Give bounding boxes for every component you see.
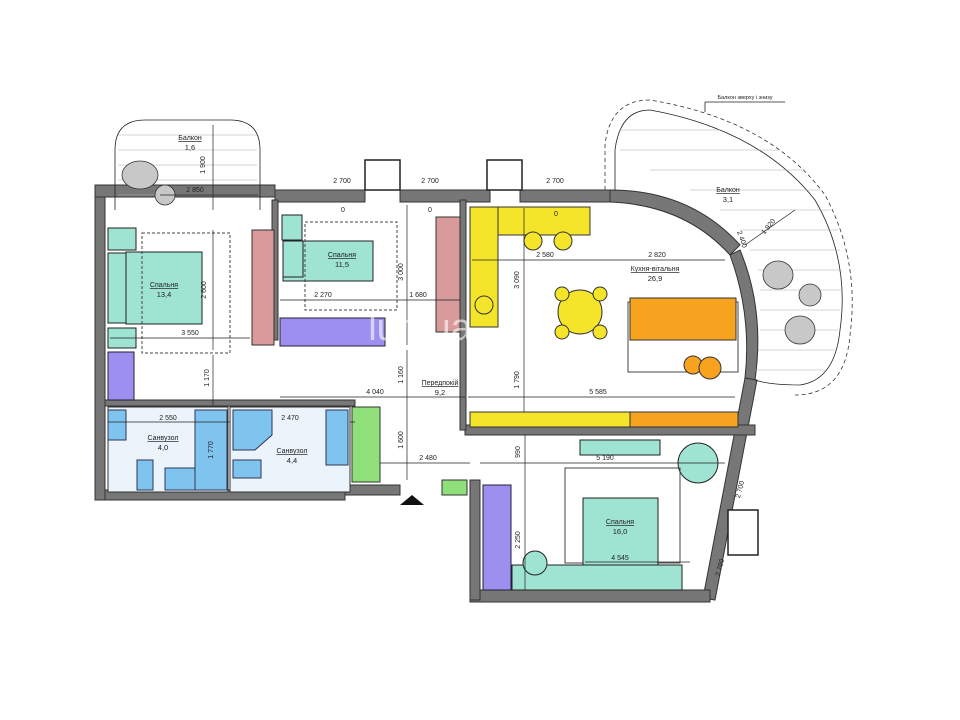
dim-label: 2 700: [715, 558, 726, 577]
dim-label: 2 700: [735, 480, 746, 499]
wardrobe-icon: [279, 317, 386, 347]
desk-icon: [435, 216, 461, 333]
dim-label: 2 700: [333, 178, 351, 185]
room-name: Балкон: [716, 187, 740, 194]
room-area: 16,0: [613, 527, 628, 536]
dim-label: 1 170: [204, 369, 211, 387]
dim-label: 1 160: [398, 366, 405, 384]
dim-label: 2 270: [314, 292, 332, 299]
dim-label: 2 250: [515, 531, 522, 549]
bedroom-2: Спальня 11,5 2 270 1 680 3 000: [279, 205, 461, 347]
balcony-small: Балкон 1,6 1 900 2 850: [114, 119, 261, 210]
walls: [94, 184, 759, 603]
washer-icon: [325, 409, 349, 466]
bedroom-3: 5 190 990 2 250 4 545 Спальня 16,0: [480, 435, 725, 591]
room-name: Передпокій: [422, 379, 459, 387]
dim-label: 5 585: [589, 389, 607, 396]
dim-label: 1 680: [409, 292, 427, 299]
chair-icon: [762, 260, 794, 290]
hallway-wardrobe: [351, 406, 381, 483]
dim-label: 2 700: [546, 178, 564, 185]
dining-table-icon: [557, 289, 603, 335]
dim-label: 0: [554, 211, 558, 218]
dim-label: 3 000: [398, 263, 405, 281]
dim-label: 2 550: [159, 415, 177, 422]
sofa-icon: [629, 297, 737, 341]
hallway: 4 040 1 160 1 600 2 480 1 170 Передпокій…: [204, 350, 470, 505]
dim-label: 3 090: [514, 271, 521, 289]
room-name: Кухня-вітальня: [631, 265, 680, 273]
toilet-icon: [136, 459, 154, 491]
room-area: 9,2: [435, 388, 445, 397]
room-name: Балкон: [178, 135, 202, 142]
dim-label: 4 040: [366, 389, 384, 396]
desk-icon: [251, 229, 275, 346]
room-area: 4,0: [158, 443, 168, 452]
bathroom-1: 2 550 1 770 Санвузол 4,0: [107, 406, 355, 493]
watermark: lun.ua: [368, 307, 472, 349]
dim-label: 1 920: [761, 218, 778, 236]
dim-label: 990: [515, 446, 522, 458]
room-area: 4,4: [287, 456, 297, 465]
dim-label: 1 770: [208, 441, 215, 459]
wardrobe-icon: [482, 484, 512, 591]
bedroom-1: Спальня 13,4 2 600 3 550: [107, 227, 275, 401]
bathroom-2: 2 470 Санвузол 4,4: [229, 406, 351, 493]
wardrobe-icon: [107, 351, 135, 401]
room-area: 11,5: [335, 260, 349, 269]
dim-label: 5 190: [596, 455, 614, 462]
toilet-icon: [232, 459, 262, 479]
dim-label: 2 600: [201, 281, 208, 299]
sink-icon: [164, 467, 196, 491]
dim-label: 2 700: [421, 178, 439, 185]
shower-icon: [232, 409, 273, 451]
room-area: 3,1: [723, 195, 733, 204]
room-area: 13,4: [157, 290, 172, 299]
room-name: Спальня: [150, 282, 178, 289]
dim-label: 2 850: [186, 187, 204, 194]
chair-icon: [784, 315, 816, 345]
room-name: Санвузол: [277, 448, 308, 455]
dim-label: 2 580: [536, 252, 554, 259]
dim-label: 2 480: [419, 455, 437, 462]
dim-label: 1 790: [514, 371, 521, 389]
balcony-note: Балкон зверху і знизу: [717, 95, 772, 101]
dim-label: 2 470: [281, 415, 299, 422]
room-area: 26,9: [648, 274, 663, 283]
kitchen-living: 2 580 2 820 3 090 1 790 5 585 Кухня-віта…: [468, 206, 739, 428]
dim-label: 0: [341, 207, 345, 214]
dim-label: 3 550: [181, 330, 199, 337]
entrance-arrow-icon: [400, 495, 424, 505]
chair-icon: [121, 160, 159, 190]
storage-cabinets: [469, 411, 631, 428]
room-name: Санвузол: [148, 435, 179, 442]
dim-label: 2 820: [648, 252, 666, 259]
room-name: Спальня: [328, 252, 356, 259]
dim-label: 0: [428, 207, 432, 214]
tv-stand: [629, 411, 739, 428]
windows: 2 700 2 700 2 700 2 700 2 700 0 0: [333, 159, 759, 577]
table-icon: [798, 283, 822, 307]
bathtub-icon: [194, 409, 228, 491]
room-area: 1,6: [185, 143, 195, 152]
dim-label: 1 900: [200, 156, 207, 174]
room-name: Спальня: [606, 519, 634, 526]
dim-label: 4 545: [611, 555, 629, 562]
dim-label: 1 600: [398, 431, 405, 449]
